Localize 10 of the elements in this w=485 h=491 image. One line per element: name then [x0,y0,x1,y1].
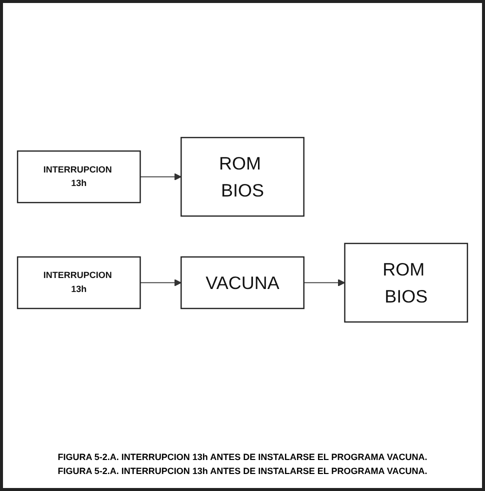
node-box: INTERRUPCION 13h [16,150,141,203]
node-box: VACUNA [180,256,304,309]
node-box: ROM BIOS [180,136,304,216]
arrow [303,278,346,286]
figure-caption: FIGURA 5-2.A. INTERRUPCION 13h ANTES DE INSTALARSE EL PROGRAMA VACUNA. [58,466,428,476]
arrow [140,172,182,180]
arrow [140,278,182,286]
node-box: ROM BIOS [344,242,468,322]
figure-caption: FIGURA 5-2.A. INTERRUPCION 13h ANTES DE INSTALARSE EL PROGRAMA VACUNA. [58,452,428,462]
node-box: INTERRUPCION 13h [16,256,141,309]
